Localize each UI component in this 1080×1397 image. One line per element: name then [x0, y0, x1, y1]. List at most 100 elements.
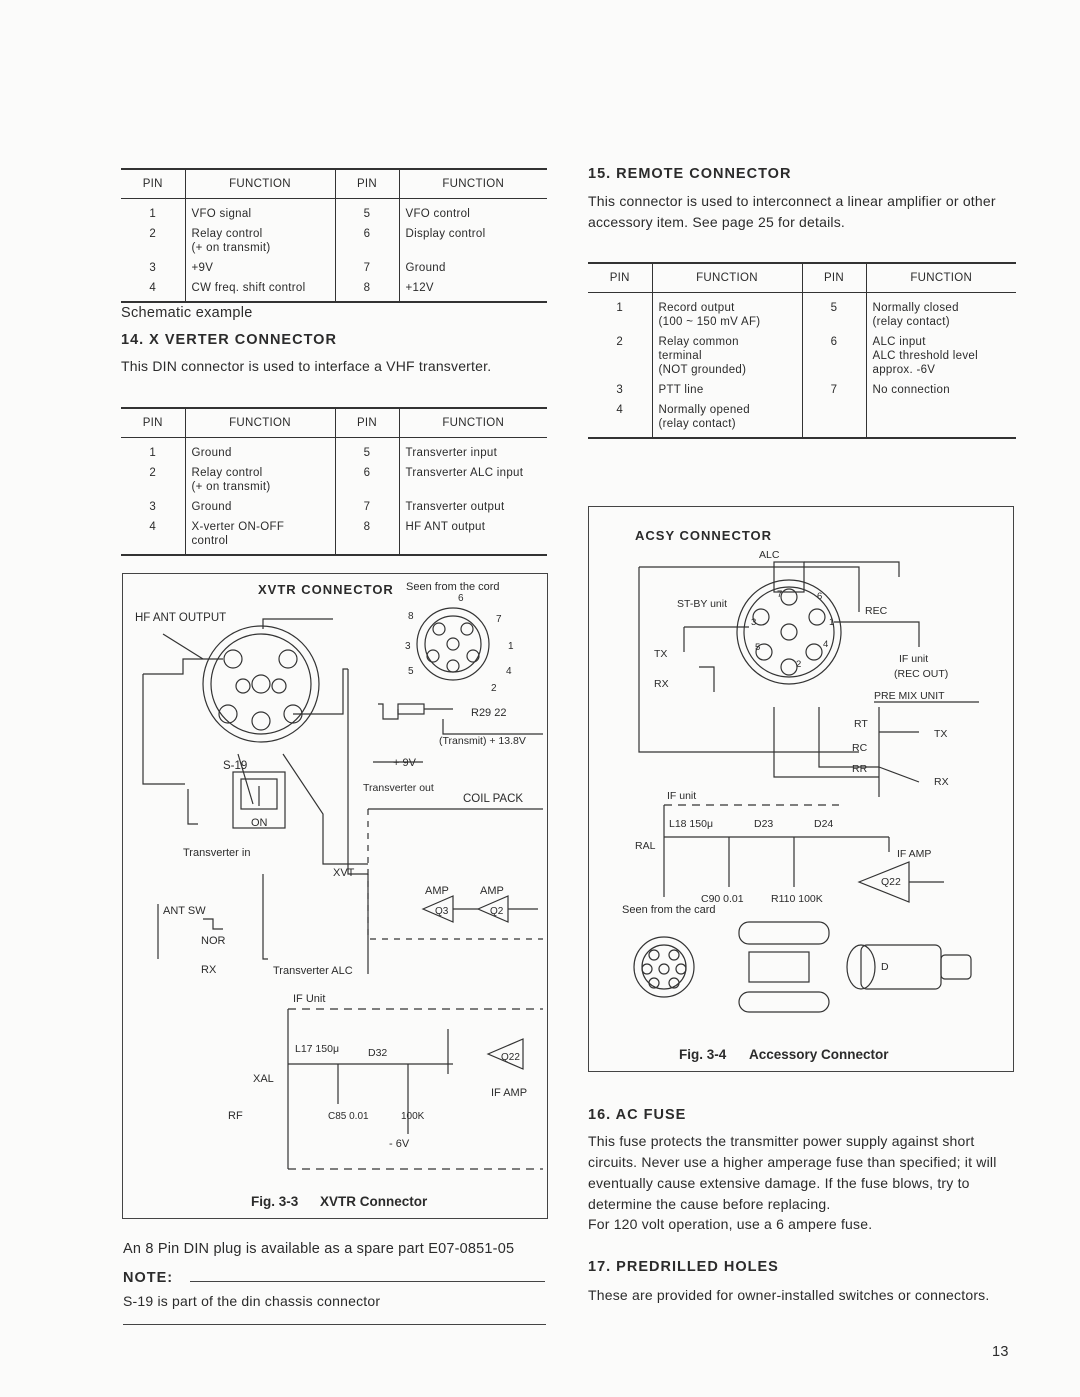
fig-3-3-number: Fig. 3-3 — [251, 1194, 299, 1209]
section-16-text-2: For 120 volt operation, use a 6 ampere f… — [588, 1216, 873, 1232]
q22-label: Q22 — [501, 1052, 520, 1063]
rc-label: RC — [852, 742, 868, 754]
col-header-function: FUNCTION — [398, 170, 547, 199]
function-cell: +12V — [398, 276, 547, 301]
function-cell: Normally closed (relay contact) — [865, 292, 1016, 331]
alc-label: ALC — [759, 549, 780, 561]
col-header-pin: PIN — [334, 170, 399, 199]
figure-3-4-frame: ALC ST-BY unit REC TX RX IF unit (REC OU… — [588, 506, 1014, 1072]
pin-cell — [801, 398, 866, 437]
function-cell: VFO signal — [184, 198, 335, 223]
function-cell: CW freq. shift control — [184, 276, 335, 301]
s19-label: S-19 — [223, 760, 247, 772]
pin-cell: 5 — [334, 198, 399, 223]
d24-label: D24 — [814, 818, 833, 830]
transmit-label: (Transmit) + 13.8V — [439, 735, 526, 747]
transverter-in-label: Transverter in — [183, 847, 250, 859]
section-15-heading: 15. REMOTE CONNECTOR — [588, 166, 792, 182]
pin-cell: 1 — [149, 446, 157, 459]
schematic-example-label: Schematic example — [121, 305, 253, 321]
function-cell: Display control — [398, 222, 547, 257]
figure-3-3-frame: HF ANT OUTPUT S-19 ON Transverter in ANT… — [122, 573, 548, 1219]
pin-cell: 6 — [801, 330, 866, 379]
tx-label: TX — [654, 648, 667, 660]
spare-part-note: An 8 Pin DIN plug is available as a spar… — [123, 1241, 515, 1257]
q2-label: Q2 — [490, 906, 504, 917]
pin-cell: 6 — [334, 222, 399, 257]
pin-cell: 4 — [149, 281, 157, 294]
col-header-pin: PIN — [121, 409, 185, 438]
function-cell: PTT line — [651, 378, 802, 399]
rt-label: RT — [854, 718, 868, 730]
pin-cell: 2 — [149, 227, 157, 240]
xvtr-schematic: HF ANT OUTPUT S-19 ON Transverter in ANT… — [135, 581, 543, 1209]
if-amp-label: IF AMP — [897, 848, 931, 860]
function-cell: Ground — [184, 495, 335, 516]
fig-3-3-caption: XVTR Connector — [320, 1194, 428, 1209]
nor-label: NOR — [201, 935, 226, 947]
l18-label: L18 150μ — [669, 818, 713, 830]
seen-from-cord-label: Seen from the cord — [406, 581, 500, 593]
q22-label: Q22 — [881, 876, 901, 888]
function-cell: Transverter input — [398, 437, 547, 462]
fig-3-4-number: Fig. 3-4 — [679, 1047, 727, 1062]
col-header-function: FUNCTION — [651, 264, 802, 293]
st-by-label: ST-BY unit — [677, 598, 727, 610]
rf-label: RF — [228, 1110, 243, 1122]
c85-label: C85 0.01 — [328, 1111, 369, 1122]
fig-3-4-caption: Accessory Connector — [749, 1047, 889, 1062]
function-cell: HF ANT output — [398, 515, 547, 554]
section-17-heading: 17. PREDRILLED HOLES — [588, 1259, 779, 1275]
function-cell: No connection — [865, 378, 1016, 399]
hf-ant-output-label: HF ANT OUTPUT — [135, 612, 226, 624]
function-cell: Relay common terminal (NOT grounded) — [651, 330, 802, 379]
r29-label: R29 22 — [471, 707, 506, 719]
pin-cell: 3 — [149, 261, 157, 274]
function-cell: +9V — [184, 256, 335, 277]
pin-3-label: 3 — [751, 617, 756, 628]
pin-cell: 2 — [616, 335, 624, 348]
r100k-label: 100K — [401, 1111, 425, 1122]
section-16-text: This fuse protects the transmitter power… — [588, 1133, 997, 1212]
ant-sw-label: ANT SW — [163, 905, 206, 917]
pin-cell: 3 — [149, 500, 157, 513]
xal-label: XAL — [253, 1073, 274, 1085]
q3-label: Q3 — [435, 906, 449, 917]
if-amp-label: IF AMP — [491, 1087, 527, 1099]
function-cell: VFO control — [398, 198, 547, 223]
pin-8-label: 8 — [408, 611, 414, 622]
if-unit-label: IF Unit — [293, 993, 325, 1005]
function-cell: X-verter ON-OFF control — [184, 515, 335, 554]
pin-cell: 6 — [334, 461, 399, 496]
d32-label: D32 — [368, 1047, 387, 1059]
transverter-alc-label: Transverter ALC — [273, 965, 353, 977]
pin-6-label: 6 — [817, 591, 822, 602]
pin-cell: 7 — [334, 256, 399, 277]
pin-3-label: 3 — [405, 641, 411, 652]
pin-cell: 4 — [616, 403, 624, 416]
function-cell: Transverter output — [398, 495, 547, 516]
pin-5-label: 5 — [408, 666, 414, 677]
function-cell: ALC input ALC threshold level approx. -6… — [865, 330, 1016, 379]
acsy-schematic: ALC ST-BY unit REC TX RX IF unit (REC OU… — [622, 528, 979, 1062]
section-17-text: These are provided for owner-installed s… — [588, 1287, 990, 1303]
amp-label-1: AMP — [425, 885, 449, 897]
col-header-function: FUNCTION — [398, 409, 547, 438]
pin-7-label: 7 — [496, 614, 502, 625]
pin-cell: 8 — [334, 276, 399, 301]
pin-6-label: 6 — [458, 593, 464, 604]
pin-2-label: 2 — [491, 683, 497, 694]
pin-4-label: 4 — [823, 639, 828, 650]
